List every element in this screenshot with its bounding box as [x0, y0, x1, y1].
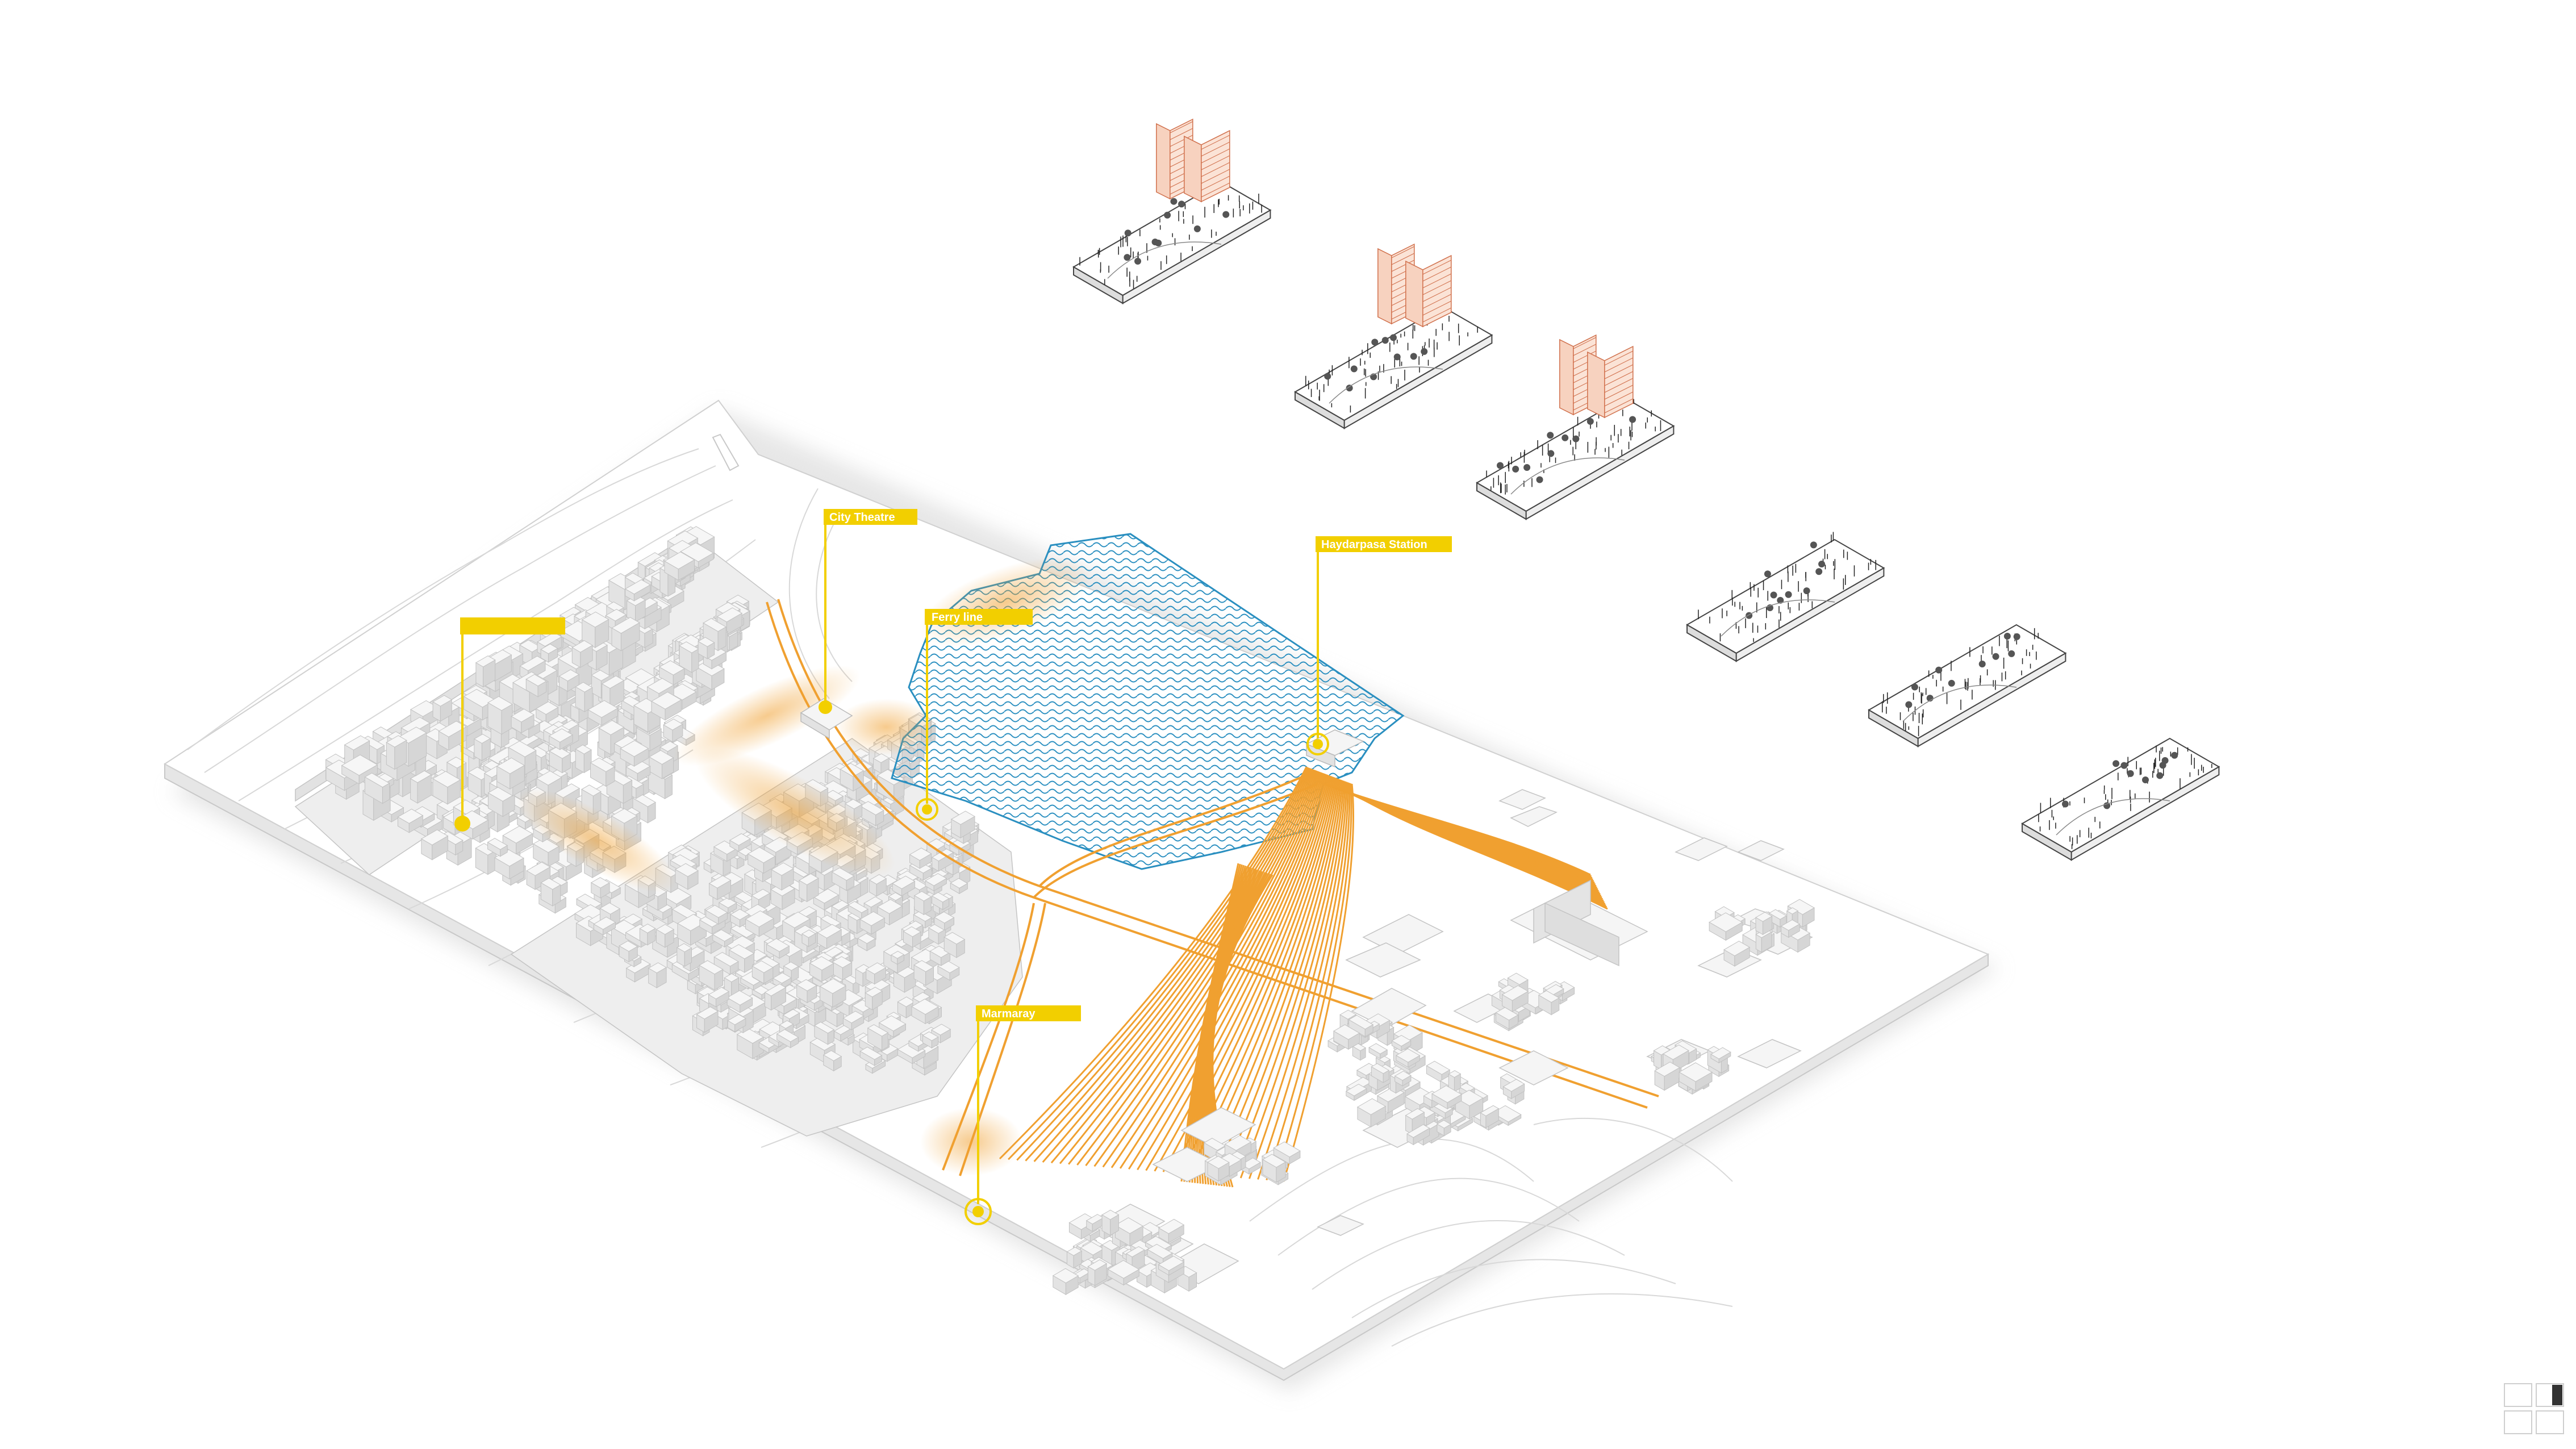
- strip-model-5: [1868, 624, 2067, 748]
- strip-model-6: [2021, 737, 2220, 861]
- label-city-theatre: City Theatre: [829, 511, 895, 524]
- slide-thumb-3[interactable]: [2504, 1410, 2532, 1434]
- label-haydarpasa-station: Haydarpasa Station: [1321, 538, 1427, 551]
- eastern-building-clusters: [1052, 899, 1815, 1295]
- callout-haydarpasa-station: Haydarpasa Station: [1306, 536, 1452, 755]
- slide-indicator[interactable]: [2503, 1383, 2566, 1437]
- callout-unlabeled: [454, 617, 565, 832]
- label-marmaray: Marmaray: [982, 1008, 1036, 1020]
- rail-yard: [999, 766, 1608, 1188]
- waterfront-strip-models: [1072, 118, 2220, 861]
- slide-thumb-4[interactable]: [2536, 1410, 2564, 1434]
- slide-thumb-2-active: [2552, 1385, 2562, 1405]
- strip-model-1: [1072, 118, 1272, 304]
- callout-marmaray: Marmaray: [965, 1005, 1081, 1225]
- city-theatre-building: [800, 698, 853, 740]
- callout-city-theatre: City Theatre: [819, 509, 917, 714]
- callout-ferry-line: Ferry line: [916, 609, 1033, 821]
- label-ferry-line: Ferry line: [932, 611, 983, 624]
- site-model: [164, 399, 1999, 1392]
- slide-thumb-1[interactable]: [2504, 1383, 2532, 1407]
- strip-model-2: [1294, 243, 1493, 429]
- strip-model-3: [1476, 334, 1675, 520]
- strip-model-4: [1686, 532, 1885, 662]
